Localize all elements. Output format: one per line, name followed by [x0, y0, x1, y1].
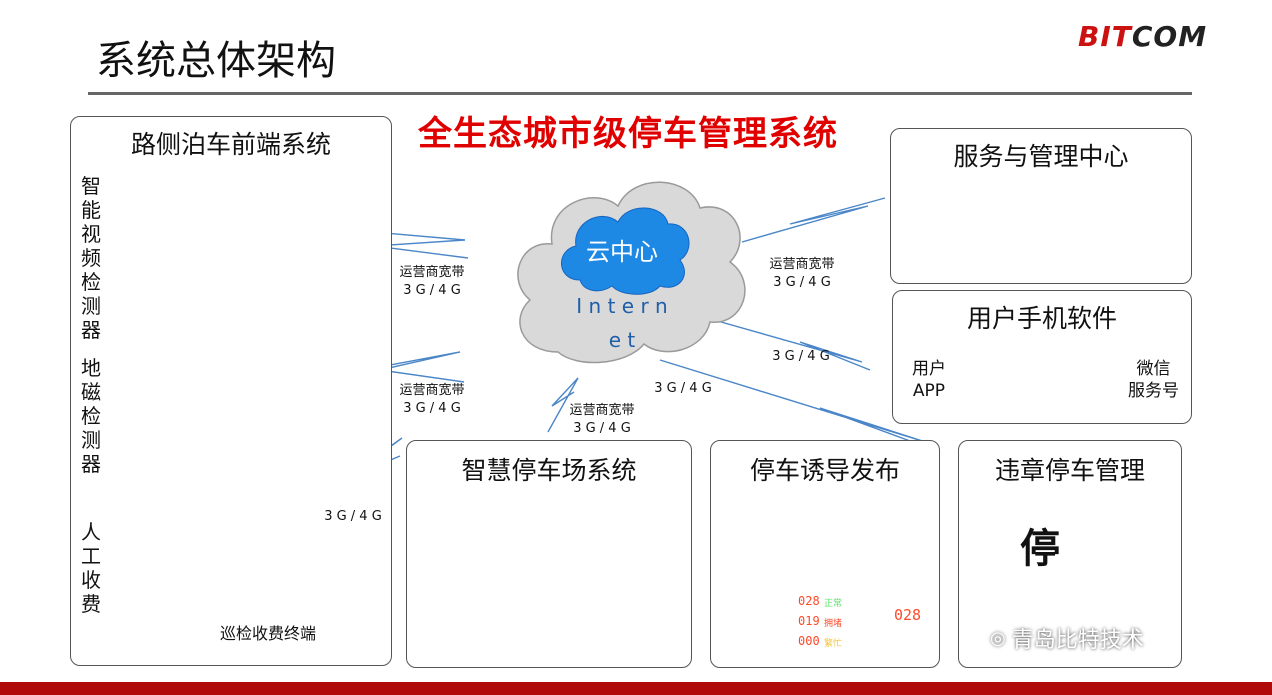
internet-cloud	[517, 181, 746, 364]
board-left2: 透笼街 P	[736, 544, 776, 555]
guidance-title: 停车诱导发布	[749, 456, 900, 485]
mobile-app-title: 用户手机软件	[966, 304, 1117, 333]
main-title: 全生态城市级停车管理系统	[418, 114, 838, 154]
no-parking-banner: 全段禁停	[996, 583, 1052, 599]
row-board-name-1: 地段街停车场	[748, 587, 796, 596]
violation-panel: 违章停车管理	[958, 440, 1182, 668]
service-center-panel: 服务与管理中心	[890, 128, 1192, 284]
slide-title: 系统总体架构	[96, 38, 336, 84]
small-board-value: 028	[894, 606, 922, 624]
link-label: 3 G / 4 G	[772, 349, 830, 364]
link-label: 3 G / 4 G	[324, 509, 382, 524]
row-board-value-3: 000	[798, 634, 820, 648]
service-center-title: 服务与管理中心	[953, 142, 1129, 171]
patrol-terminal-label: 巡检收费终端	[220, 624, 317, 643]
board-left: 曼哈顿商圈	[736, 532, 786, 543]
roadside-panel: 路侧泊车前端系统	[70, 116, 392, 666]
link-label: 3 G / 4 G	[654, 381, 712, 396]
cloud-center-label: 云中心	[586, 238, 658, 266]
smart-parking-title: 智慧停车场系统	[461, 456, 637, 485]
wechat-label: 微信服务号	[1128, 359, 1179, 401]
geomagnetic-detector-label: 地磁检测器	[81, 356, 101, 476]
board-table-header: 区域剩余状态	[840, 501, 916, 510]
bitcom-logo: BITCOM	[1078, 20, 1208, 53]
row-board-name-2: 红霞街停车场	[748, 609, 796, 618]
video-detector-label: 智能视频检测器	[81, 174, 101, 342]
board-line2: 尚志大街 P	[770, 518, 820, 529]
row-board-status-3: 繁忙	[824, 639, 843, 649]
row-board-status-2: 拥堵	[824, 619, 843, 629]
wechat-icon: ◎	[990, 627, 1006, 649]
row-board-name-3: 买卖街停车场	[748, 631, 796, 640]
row-board-value-2: 019	[798, 614, 820, 628]
title-divider	[88, 92, 1192, 95]
no-parking-sign-char: 停	[1020, 526, 1060, 572]
board-line1: 中央大街商圈	[760, 504, 820, 515]
roadside-title: 路侧泊车前端系统	[130, 130, 331, 159]
smart-parking-panel: 智慧停车场系统	[406, 440, 692, 668]
wechat-watermark: ◎ 青岛比特技术	[990, 627, 1144, 654]
guidance-panel: 停车诱导发布	[710, 440, 940, 668]
row-board-value-1: 028	[798, 594, 820, 608]
internet-label-line1: I n t e r n	[576, 294, 668, 318]
violation-title: 违章停车管理	[994, 456, 1145, 485]
row-board-status-1: 正常	[824, 599, 843, 609]
board-right: 柳树街 P	[812, 540, 852, 551]
bottom-bar	[0, 682, 1272, 695]
internet-label-line2: e t	[608, 328, 636, 352]
mobile-app-panel: 用户手机软件	[892, 290, 1192, 424]
manual-fee-label: 人工收费	[81, 520, 101, 616]
